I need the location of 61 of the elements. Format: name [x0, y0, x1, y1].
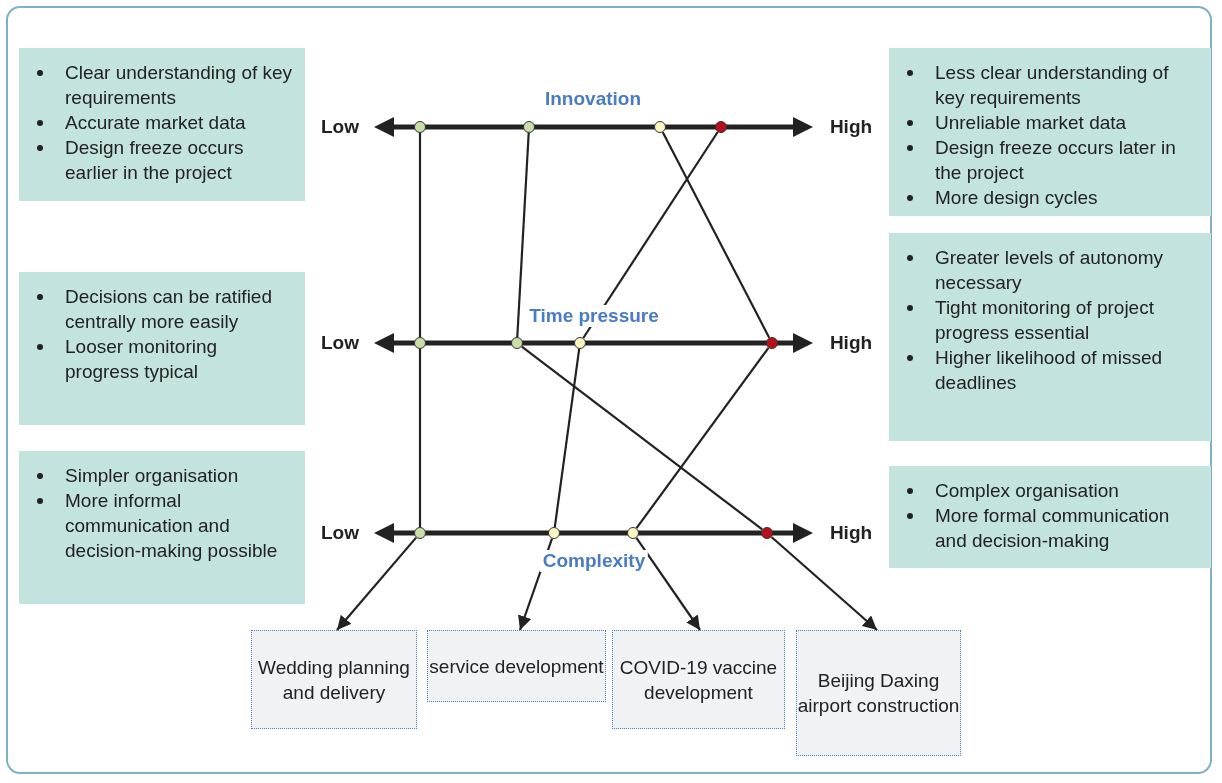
connector-line: [582, 131, 719, 339]
characteristics-panel: [19, 48, 305, 201]
connector-line: [516, 132, 530, 338]
arrow: [336, 536, 417, 631]
axis-title: Complexity: [539, 550, 649, 572]
bullet-text: Design freeze occurs earlier in the project: [33, 135, 295, 185]
characteristics-panel: [889, 233, 1211, 441]
connector-line: [418, 133, 422, 337]
scale-end-label: Low: [321, 522, 359, 544]
project-box: [427, 630, 606, 702]
connector-line: [521, 345, 763, 531]
bullet-text: Decisions can be ratified centrally more easily: [33, 284, 295, 334]
characteristics-panel: [19, 272, 305, 425]
scale-point: [627, 527, 639, 539]
bullet-text: Accurate market data: [33, 110, 295, 135]
bullet-text: Design freeze occurs later in the project: [903, 135, 1201, 185]
bullet-text: Simpler organisation: [33, 463, 295, 488]
project-name: COVID-19 vaccine development: [618, 655, 779, 705]
scale-point: [715, 121, 727, 133]
connector-line: [635, 347, 770, 529]
project-box: [251, 630, 417, 729]
connector-line: [553, 348, 581, 528]
scale-point: [548, 527, 560, 539]
characteristics-panel: [19, 451, 305, 604]
bullet-text: Unreliable market data: [903, 110, 1201, 135]
scale-end-label: Low: [321, 116, 359, 138]
scale-point: [414, 337, 426, 349]
bullet-text: More informal communication and decision-making possible: [33, 488, 295, 563]
project-name: Beijing Daxing airport construction: [797, 669, 960, 718]
scale-end-label: Low: [321, 332, 359, 354]
project-box: [796, 630, 961, 756]
project-box: [612, 630, 785, 729]
bullet-text: More formal communication and decision-making: [903, 503, 1201, 553]
characteristics-panel: [889, 466, 1211, 568]
connector-line: [661, 131, 771, 339]
bullet-text: Complex organisation: [903, 478, 1201, 503]
arrow: [635, 537, 701, 631]
scale-point: [654, 121, 666, 133]
scale-end-label: High: [829, 116, 873, 138]
scale-end-label: High: [829, 332, 873, 354]
bullet-text: Clear understanding of key requirements: [33, 60, 295, 110]
scale-point: [523, 121, 535, 133]
scale-point: [766, 337, 778, 349]
project-name: Wedding planning and delivery: [257, 655, 411, 705]
bullet-text: More design cycles: [903, 185, 1201, 210]
scale-point: [511, 337, 523, 349]
scale-point: [414, 121, 426, 133]
scale-point: [574, 337, 586, 349]
project-name: service development: [429, 654, 604, 679]
bullet-text: Less clear understanding of key requirements: [903, 60, 1201, 110]
bullet-text: Looser monitoring progress typical: [33, 334, 295, 384]
bullet-text: Tight monitoring of project progress essential: [903, 295, 1201, 345]
arrow: [770, 536, 878, 631]
scale-point: [414, 527, 426, 539]
bullet-text: Greater levels of autonomy necessary: [903, 245, 1201, 295]
scale-point: [761, 527, 773, 539]
scale-end-label: High: [829, 522, 873, 544]
axis-title: Time pressure: [526, 305, 662, 327]
characteristics-panel: [889, 48, 1211, 216]
connector-line: [418, 349, 422, 527]
bullet-text: Higher likelihood of missed deadlines: [903, 345, 1201, 395]
